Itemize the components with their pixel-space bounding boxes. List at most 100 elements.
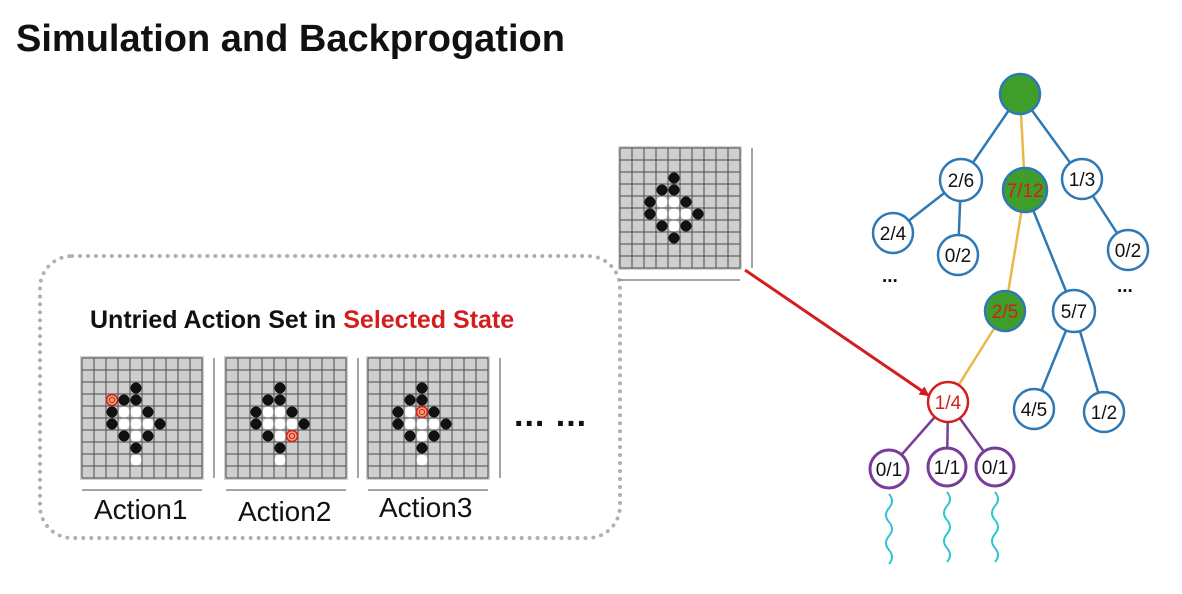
white-stone <box>416 454 428 466</box>
black-stone <box>404 430 416 442</box>
tree-node-n-2-5: 2/5 <box>983 289 1027 333</box>
tree-node-label: 0/1 <box>876 460 902 481</box>
rollout-simulation-path <box>943 491 951 563</box>
white-stone <box>416 418 428 430</box>
tree-node-label: 4/5 <box>1021 400 1047 421</box>
white-stone <box>118 418 130 430</box>
white-stone <box>262 406 274 418</box>
selection-arrow <box>744 268 930 397</box>
tree-node-circle <box>983 289 1027 333</box>
black-stone <box>154 418 166 430</box>
action2-board <box>224 356 359 491</box>
tree-node-n-0-2a: 0/2 <box>936 233 980 277</box>
black-stone <box>286 406 298 418</box>
black-stone <box>416 442 428 454</box>
black-stone <box>392 406 404 418</box>
tree-node-label: 2/4 <box>880 224 907 245</box>
tree-node-circle <box>1106 228 1150 272</box>
tree-node-label: 0/1 <box>982 458 1008 479</box>
tree-node-label: 1/4 <box>935 393 962 414</box>
black-stone <box>392 418 404 430</box>
black-stone <box>118 430 130 442</box>
black-stone <box>656 220 668 232</box>
white-stone <box>130 406 142 418</box>
white-stone <box>404 418 416 430</box>
panel-heading: Untried Action Set in Selected State <box>90 306 514 335</box>
tree-node-circle <box>868 448 910 490</box>
tree-node-n-1-4: 1/4 <box>926 380 970 424</box>
white-stone <box>118 406 130 418</box>
black-stone <box>142 406 154 418</box>
black-stone <box>298 418 310 430</box>
tree-node-circle <box>871 211 915 255</box>
panel-heading-prefix: Untried Action Set in <box>90 306 344 334</box>
tree-node-n-0-1b: 0/1 <box>974 446 1016 488</box>
tree-node-circle <box>938 157 984 203</box>
black-stone <box>130 394 142 406</box>
action3-label: Action3 <box>379 492 473 523</box>
board-grid <box>367 357 501 491</box>
white-stone <box>668 220 680 232</box>
black-stone <box>142 430 154 442</box>
action1-board <box>80 356 215 491</box>
tree-node-n-1-3: 1/3 <box>1060 157 1104 201</box>
white-stone <box>428 418 440 430</box>
black-stone <box>680 220 692 232</box>
selected-state-board <box>618 146 753 281</box>
tree-node-n-1-2: 1/2 <box>1082 390 1126 434</box>
tree-node-n-0-1a: 0/1 <box>868 448 910 490</box>
panel-heading-highlight: Selected State <box>343 306 515 334</box>
tree-ellipsis-left: ... <box>882 266 898 287</box>
tree-node-label: 2/6 <box>948 171 974 192</box>
black-stone <box>130 442 142 454</box>
black-stone <box>274 394 286 406</box>
tree-node-root <box>998 72 1042 116</box>
tree-node-n-0-2b: 0/2 <box>1106 228 1150 272</box>
white-stone <box>130 418 142 430</box>
white-stone <box>130 454 142 466</box>
tree-node-circle <box>998 72 1042 116</box>
black-stone <box>262 430 274 442</box>
white-stone <box>286 418 298 430</box>
white-stone <box>262 418 274 430</box>
black-stone <box>274 442 286 454</box>
tree-node-label: 1/1 <box>934 458 960 479</box>
tree-node-n-2-4: 2/4 <box>871 211 915 255</box>
action2-label: Action2 <box>238 496 332 527</box>
white-stone <box>416 430 428 442</box>
white-stone <box>668 208 680 220</box>
black-stone <box>250 418 262 430</box>
tree-node-n-2-6: 2/6 <box>938 157 984 203</box>
black-stone <box>428 430 440 442</box>
tree-node-n-7-12: 7/12 <box>1001 166 1049 214</box>
white-stone <box>142 418 154 430</box>
new-move-marker <box>105 393 119 407</box>
white-stone <box>130 430 142 442</box>
tree-node-n-4-5: 4/5 <box>1012 387 1056 431</box>
tree-node-label: 1/3 <box>1069 170 1095 191</box>
tree-node-label: 0/2 <box>1115 241 1141 262</box>
black-stone <box>262 394 274 406</box>
black-stone <box>118 394 130 406</box>
tree-node-label: 1/2 <box>1091 403 1117 424</box>
rollout-simulation-path <box>885 493 893 565</box>
black-stone <box>416 382 428 394</box>
black-stone <box>440 418 452 430</box>
black-stone <box>106 406 118 418</box>
tree-node-circle <box>936 233 980 277</box>
white-stone <box>656 208 668 220</box>
tree-node-circle <box>1051 288 1097 334</box>
action3-board <box>366 356 501 491</box>
white-stone <box>668 196 680 208</box>
black-stone <box>274 382 286 394</box>
black-stone <box>428 406 440 418</box>
tree-node-circle <box>1082 390 1126 434</box>
tree-ellipsis-right: ... <box>1117 276 1133 297</box>
tree-node-label: 7/12 <box>1007 181 1044 202</box>
black-stone <box>106 418 118 430</box>
board-grid <box>619 147 753 281</box>
black-stone <box>680 196 692 208</box>
tree-node-circle <box>926 380 970 424</box>
white-stone <box>274 406 286 418</box>
